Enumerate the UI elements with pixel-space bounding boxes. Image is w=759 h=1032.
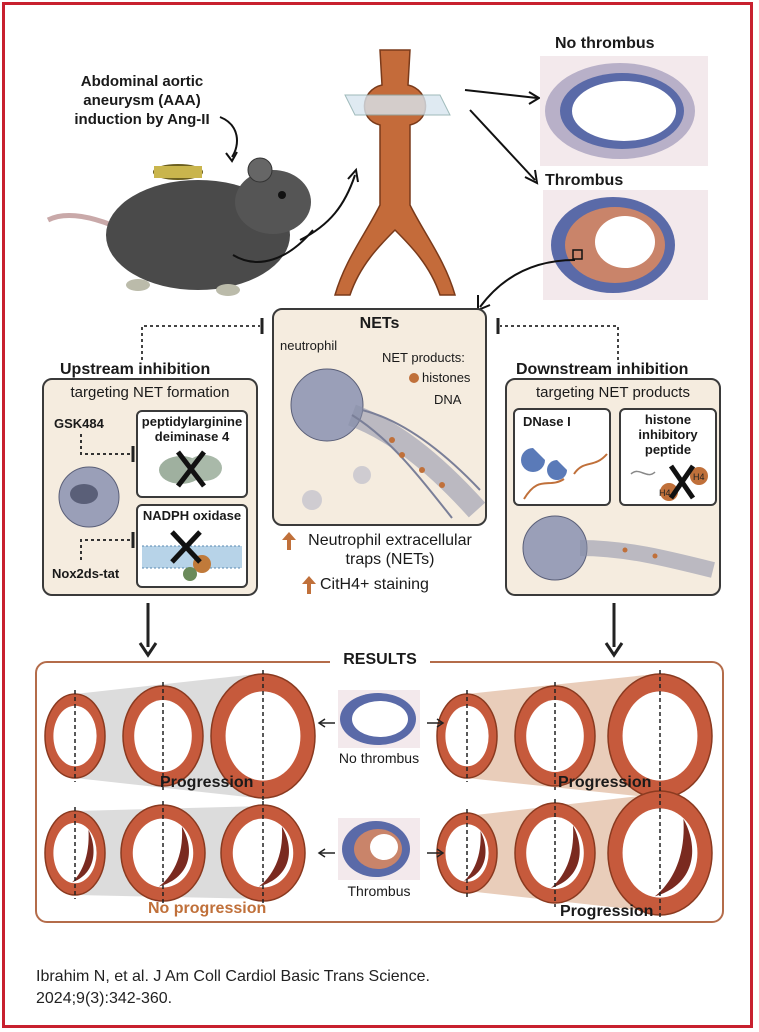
nadph-oxidase-label: NADPH oxidase — [142, 508, 242, 523]
results-no-thrombus-image — [338, 690, 420, 748]
histone-peptide-box: histone inhibitory peptide H4 H4 — [619, 408, 717, 506]
downstream-title: Downstream inhibition — [516, 361, 689, 378]
pad4-box: peptidylarginine deiminase 4 — [136, 410, 248, 498]
thrombus-histology-image — [543, 190, 708, 300]
no-progression-label: No progression — [148, 900, 267, 917]
no-thrombus-title: No thrombus — [555, 35, 655, 52]
gsk484-inhibit-line — [80, 434, 135, 462]
nets-panel: NETs neutrophil NET products: histones D… — [272, 308, 487, 526]
dna-label: DNA — [434, 392, 462, 407]
histone-peptide-label: histone inhibitory peptide — [638, 412, 698, 457]
thrombus-title: Thrombus — [545, 172, 624, 189]
upstream-inhibit-line — [141, 318, 264, 360]
h4-label: H4 — [659, 488, 671, 498]
aorta-to-histology-arrows — [464, 89, 541, 185]
no-thrombus-histology-image — [540, 56, 708, 166]
pad4-label: peptidylarginine deiminase 4 — [141, 414, 243, 444]
vessel-ring-thrombus — [158, 826, 190, 887]
downstream-subtitle: targeting NET products — [536, 384, 690, 401]
citation: Ibrahim N, et al. J Am Coll Cardiol Basi… — [36, 968, 430, 1007]
aaa-label-arrow — [219, 116, 238, 163]
nox2ds-tat-label: Nox2ds-tat — [52, 566, 120, 581]
progression-label-top-right: Progression — [558, 774, 652, 791]
progression-label-bottom-right: Progression — [560, 903, 654, 920]
mouse-illustration — [46, 157, 314, 296]
nox2ds-inhibit-line — [80, 532, 135, 560]
results-thrombus-label: Thrombus — [347, 883, 411, 899]
nadph-oxidase-box: NADPH oxidase — [136, 504, 248, 588]
aorta-illustration — [334, 49, 456, 296]
progression-label-top-left: Progression — [160, 774, 254, 791]
histone-dot-icon — [409, 373, 419, 383]
nets-finding-1: Neutrophil extracellular traps (NETs) — [308, 532, 472, 568]
vessel-ring-thrombus — [464, 831, 486, 881]
upstream-down-arrow — [138, 603, 158, 658]
upstream-panel: targeting NET formation GSK484 peptidyla… — [42, 378, 258, 596]
mouse-to-aorta-arrow — [299, 167, 359, 241]
net-products-label: NET products: — [382, 350, 465, 365]
histones-label: histones — [422, 370, 471, 385]
upstream-subtitle: targeting NET formation — [70, 384, 230, 401]
aaa-label: Abdominal aortic aneurysm (AAA) inductio… — [74, 73, 210, 128]
downstream-panel: targeting NET products DNase I histone i… — [505, 378, 721, 596]
results-arrow-left-head — [317, 718, 326, 728]
upstream-neutrophil-icon — [58, 466, 120, 528]
thrombus-to-nets-arrow — [477, 259, 576, 312]
increase-arrow-icon — [302, 576, 316, 594]
results-arrow-right-head — [436, 718, 445, 728]
results-arrow-right-head — [436, 848, 445, 858]
results-no-thrombus-label: No thrombus — [338, 750, 420, 766]
pad4-blocked-icon — [159, 450, 222, 488]
downstream-inhibit-line — [496, 318, 619, 360]
vessel-ring-thrombus — [72, 829, 94, 883]
downstream-down-arrow — [604, 603, 624, 658]
vessel-ring-thrombus — [258, 826, 290, 887]
histone-blocked-icon — [630, 464, 708, 501]
net-neutrophil-illustration — [290, 368, 486, 519]
results-thrombus-image — [338, 818, 420, 880]
h4-label: H4 — [693, 472, 705, 482]
increase-arrow-icon — [282, 532, 296, 550]
vessel-ring-lumen — [134, 700, 192, 772]
upstream-title: Upstream inhibition — [60, 361, 211, 378]
nets-title: NETs — [359, 315, 400, 332]
gsk484-label: GSK484 — [54, 416, 104, 431]
dnase-box: DNase I — [513, 408, 611, 506]
dnase-icon — [521, 448, 608, 500]
nadph-blocked-icon — [142, 530, 242, 581]
results-arrow-left-head — [317, 848, 326, 858]
vessel-ring-thrombus — [654, 818, 693, 897]
results-title: RESULTS — [330, 651, 430, 669]
nets-finding-2: CitH4+ staining — [320, 576, 429, 593]
results-vessel-illustrations — [44, 670, 713, 919]
vessel-ring-lumen — [526, 700, 584, 772]
dnase-label: DNase I — [523, 414, 571, 429]
vessel-ring-thrombus — [551, 825, 580, 888]
downstream-net-illustration — [522, 515, 715, 581]
neutrophil-label: neutrophil — [280, 338, 338, 353]
